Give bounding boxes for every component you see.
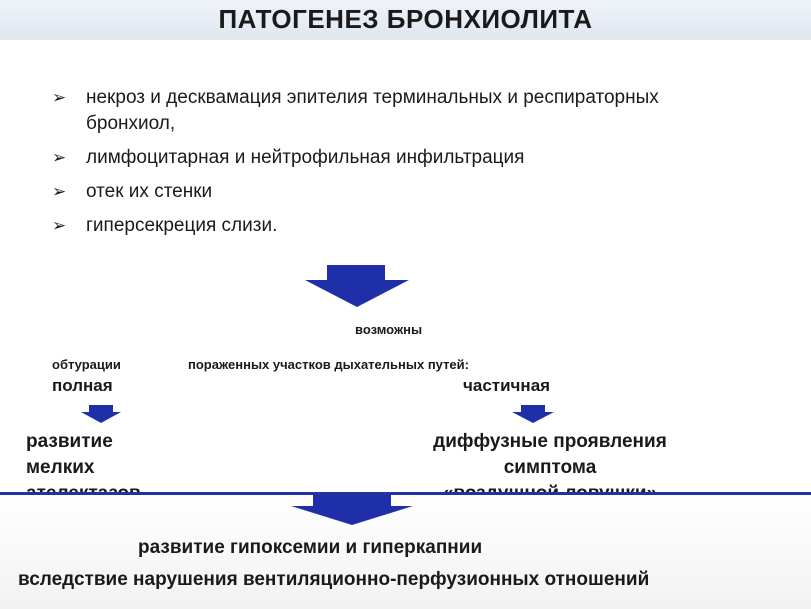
final-line-1: развитие гипоксемии и гиперкапнии — [138, 537, 483, 558]
affected-label: пораженных участков дыхательных путей: — [188, 357, 469, 372]
right-result-line: диффузные проявления — [433, 431, 667, 452]
bullet-item: ➢ гиперсекреция слизи. — [50, 213, 770, 239]
bottom-down-arrow-icon — [291, 495, 413, 525]
page-title: ПАТОГЕНЕЗ БРОНХИОЛИТА — [218, 4, 593, 34]
divider-line — [0, 492, 811, 495]
left-result-line: мелких — [26, 457, 95, 478]
arrow-shape — [81, 405, 121, 423]
right-down-arrow-icon — [512, 405, 554, 423]
bullet-text: некроз и десквамация эпителия терминальн… — [86, 87, 659, 108]
bottom-background — [0, 495, 811, 609]
final-line-2: вследствие нарушения вентиляционно-перфу… — [18, 569, 650, 590]
possible-label: возможны — [355, 322, 423, 337]
bullet-item: ➢ лимфоцитарная и нейтрофильная инфильтр… — [50, 145, 770, 171]
bullet-item: ➢ некроз и десквамация эпителия терминал… — [50, 85, 770, 137]
arrow-shape — [512, 405, 554, 423]
bullet-text: гиперсекреция слизи. — [86, 215, 278, 236]
arrowhead-bullet-icon: ➢ — [52, 148, 67, 167]
left-result-line: развитие — [26, 431, 113, 452]
bullet-list: ➢ некроз и десквамация эпителия терминал… — [50, 85, 770, 247]
arrow-shape — [305, 265, 409, 307]
title-bar — [0, 0, 811, 40]
arrowhead-bullet-icon: ➢ — [52, 182, 67, 201]
obturation-label: обтурации — [52, 357, 121, 372]
arrow-shape — [291, 495, 413, 525]
right-result-line: симптома — [503, 457, 597, 478]
arrowhead-bullet-icon: ➢ — [52, 88, 67, 107]
left-down-arrow-icon — [81, 405, 121, 423]
arrowhead-bullet-icon: ➢ — [52, 216, 67, 235]
full-label: полная — [52, 376, 113, 395]
bullet-item: ➢ отек их стенки — [50, 179, 770, 205]
bullet-text-continuation: бронхиол, — [86, 113, 176, 134]
main-down-arrow-icon — [305, 265, 409, 307]
bullet-text: отек их стенки — [86, 181, 213, 202]
bullet-text: лимфоцитарная и нейтрофильная инфильтрац… — [86, 147, 525, 168]
partial-label: частичная — [463, 376, 551, 395]
